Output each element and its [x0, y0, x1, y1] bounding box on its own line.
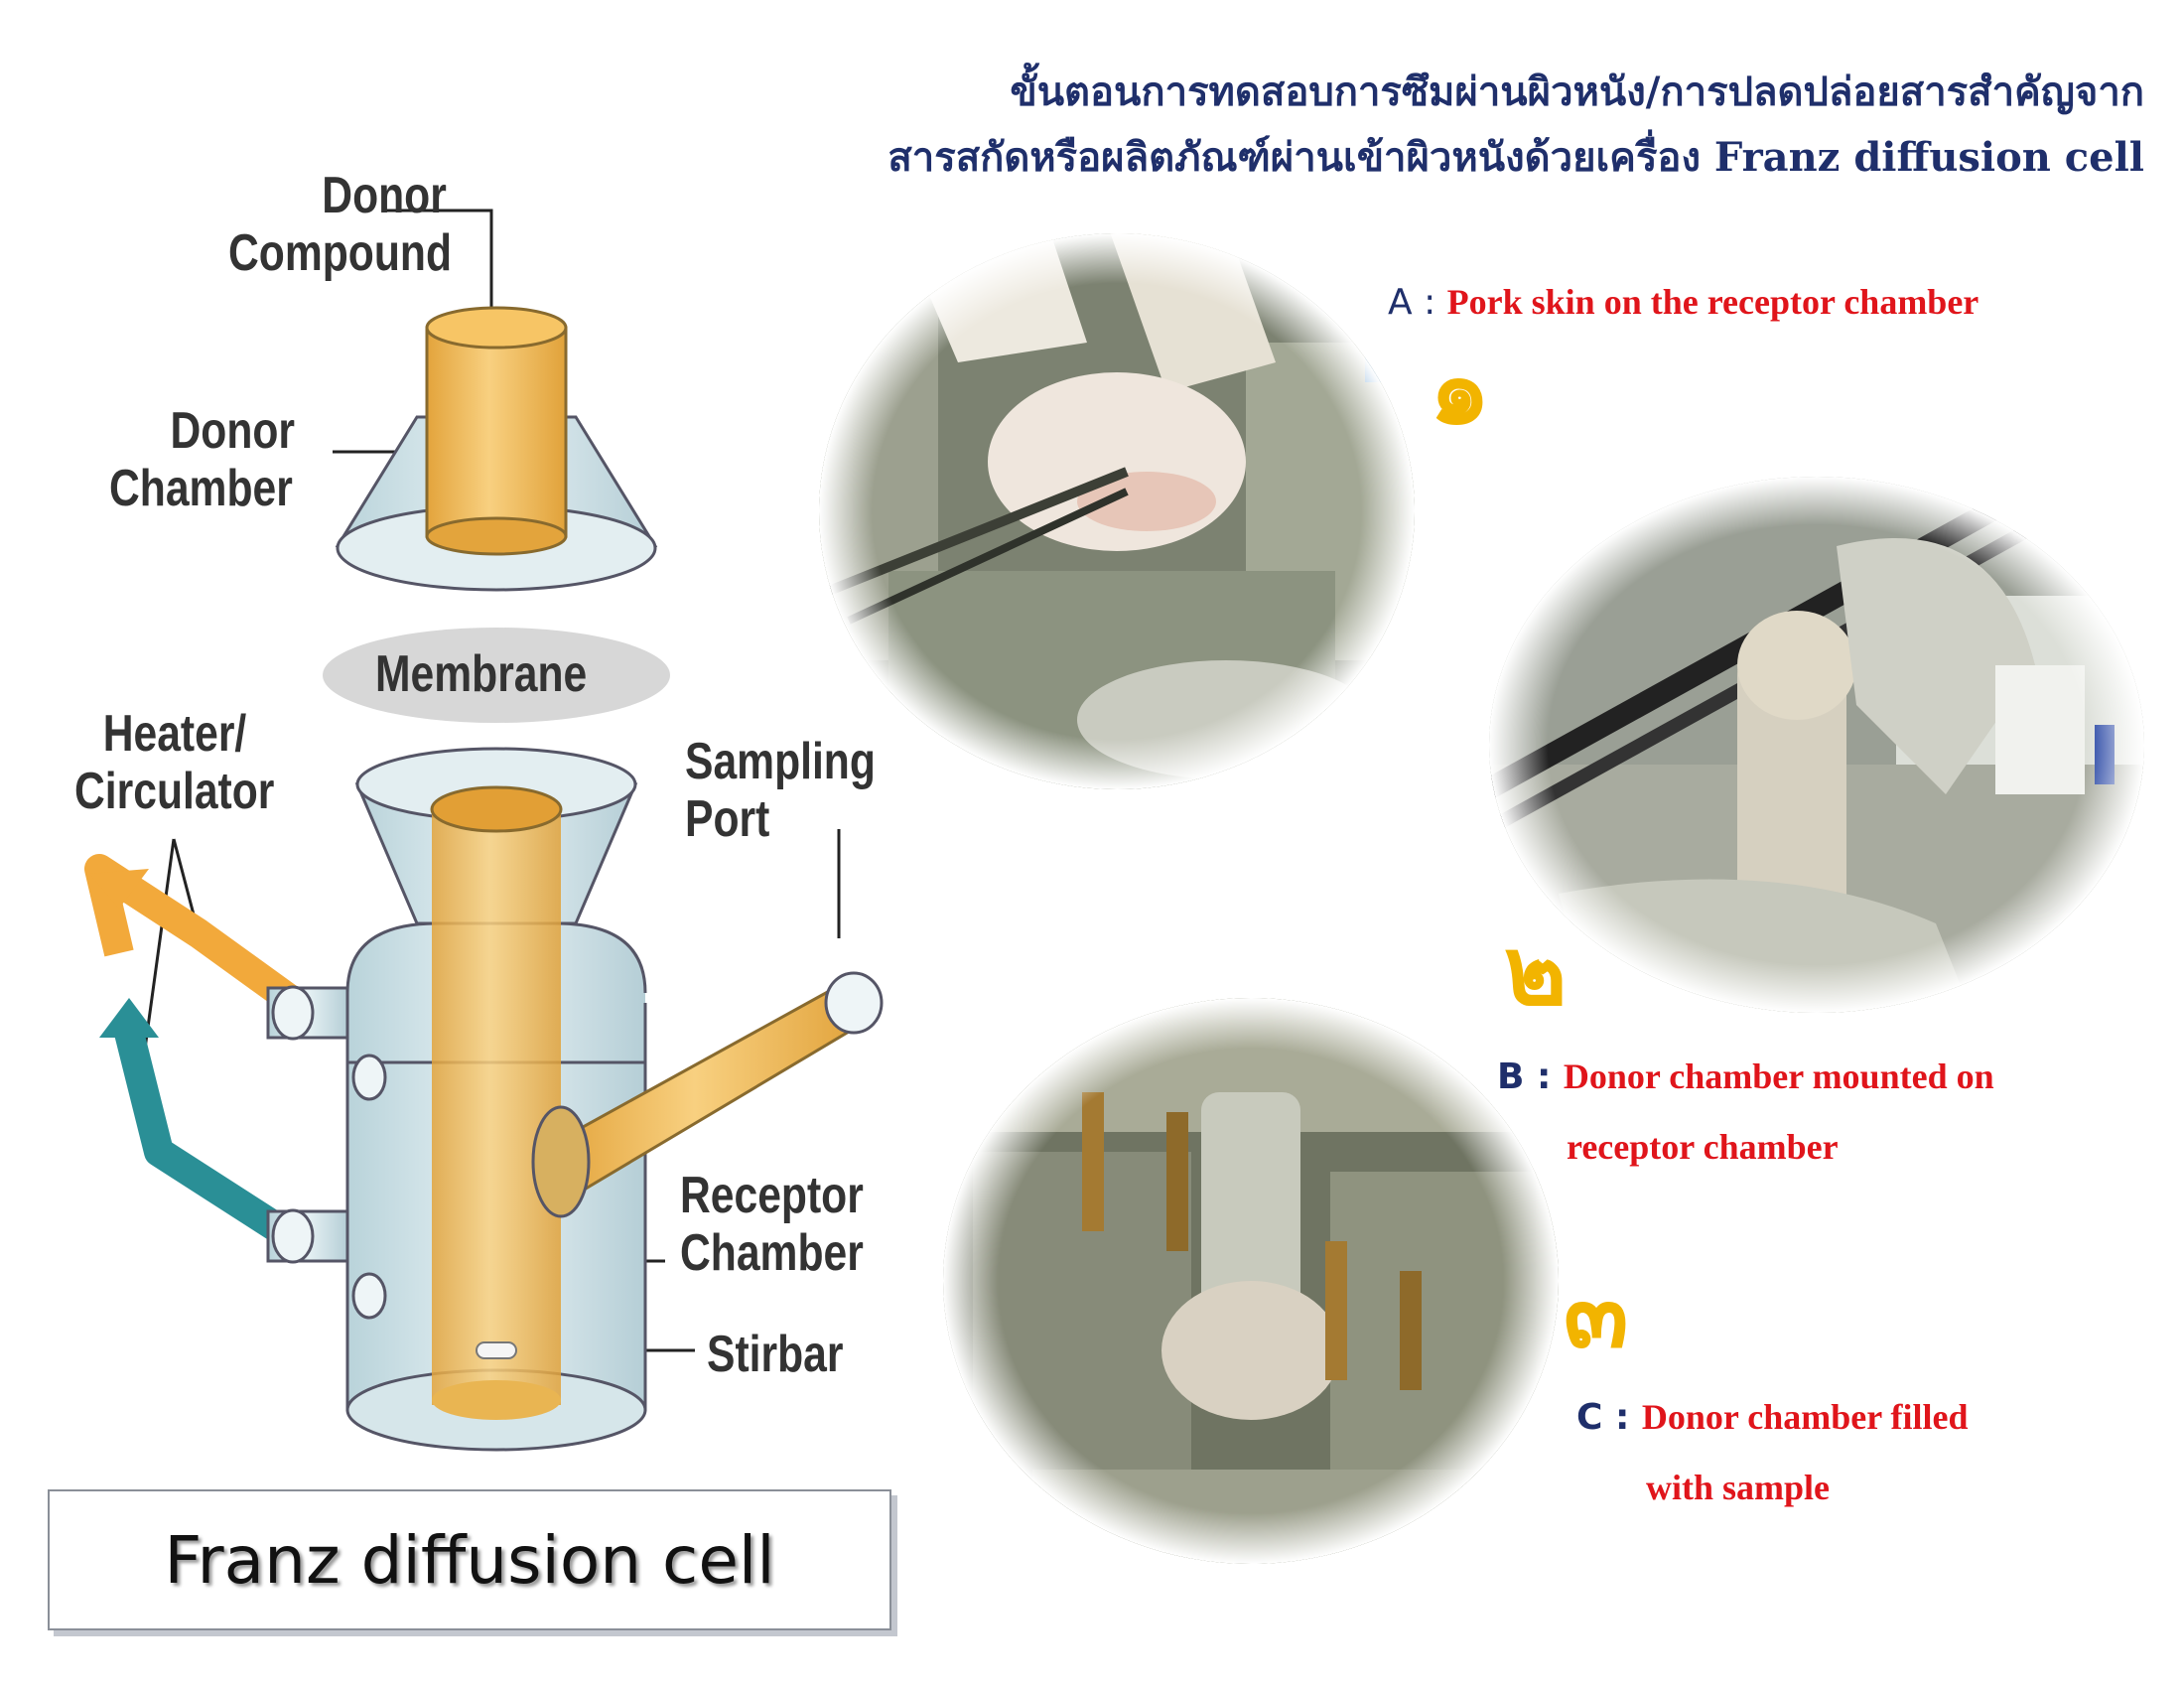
label-donor-compound-line1: Donor	[322, 167, 447, 224]
label-membrane: Membrane	[375, 645, 588, 703]
label-heater-line1: Heater/	[102, 705, 247, 763]
step-a-caption: A : Pork skin on the receptor chamber	[1388, 280, 1979, 325]
step-c-key: C :	[1576, 1397, 1642, 1438]
step-b-text-2: receptor chamber	[1567, 1127, 1839, 1167]
label-stirbar: Stirbar	[707, 1326, 844, 1383]
step-b-caption: B : Donor chamber mounted on receptor ch…	[1497, 1055, 1994, 1169]
page-title: ขั้นตอนการทดสอบการซึมผ่านผิวหนัง/การปลดป…	[754, 60, 2144, 191]
label-donor-compound-line2: Compound	[228, 224, 452, 282]
heater-arrows	[84, 854, 307, 1254]
label-receptor-chamber: Receptor Chamber	[680, 1167, 864, 1282]
step-c-text-1: Donor chamber filled	[1641, 1397, 1969, 1437]
label-sampling-line2: Port	[685, 790, 770, 848]
label-donor-compound: Donor Compound	[228, 167, 452, 282]
receptor-assembly	[266, 747, 884, 1452]
title-line-2-en: Franz diffusion cell	[1713, 134, 2144, 181]
step-b-text-1: Donor chamber mounted on	[1563, 1056, 1994, 1096]
photo-a-pork-skin	[819, 233, 1415, 789]
label-donor-chamber-line2: Chamber	[109, 460, 293, 517]
label-heater-line2: Circulator	[74, 763, 275, 820]
step-b-key: B :	[1497, 1056, 1564, 1097]
donor-assembly	[335, 306, 658, 592]
label-receptor-line2: Chamber	[680, 1224, 864, 1282]
step-a-key: A :	[1388, 282, 1447, 323]
label-donor-chamber-line1: Donor	[170, 402, 296, 460]
franz-cell-caption: Franz diffusion cell	[164, 1521, 775, 1599]
membrane-shape	[323, 628, 670, 723]
title-line-2: สารสกัดหรือผลิตภัณฑ์ผ่านเข้าผิวหนังด้วยเ…	[754, 125, 2144, 191]
label-donor-chamber: Donor Chamber	[109, 402, 295, 517]
step-c-caption: C : Donor chamber filled with sample	[1576, 1395, 1969, 1509]
franz-cell-diagram	[84, 209, 884, 1452]
title-line-2-thai: สารสกัดหรือผลิตภัณฑ์ผ่านเข้าผิวหนังด้วยเ…	[887, 135, 1714, 181]
label-sampling-line1: Sampling	[685, 733, 876, 790]
label-sampling-port: Sampling Port	[685, 733, 876, 848]
label-receptor-line1: Receptor	[680, 1167, 864, 1224]
title-line-1: ขั้นตอนการทดสอบการซึมผ่านผิวหนัง/การปลดป…	[1010, 70, 2144, 115]
step-a-numeral: ๑	[1430, 334, 1490, 446]
step-c-text-2: with sample	[1646, 1468, 1831, 1507]
step-c-numeral: ๓	[1564, 1257, 1629, 1369]
photo-c-donor-filled	[943, 998, 1559, 1564]
step-b-numeral: ๒	[1504, 914, 1568, 1027]
label-heater-circulator: Heater/ Circulator	[74, 705, 274, 820]
franz-cell-caption-box: Franz diffusion cell	[48, 1489, 891, 1630]
photo-b-donor-mounted	[1489, 477, 2144, 1013]
step-a-text: Pork skin on the receptor chamber	[1446, 282, 1979, 322]
